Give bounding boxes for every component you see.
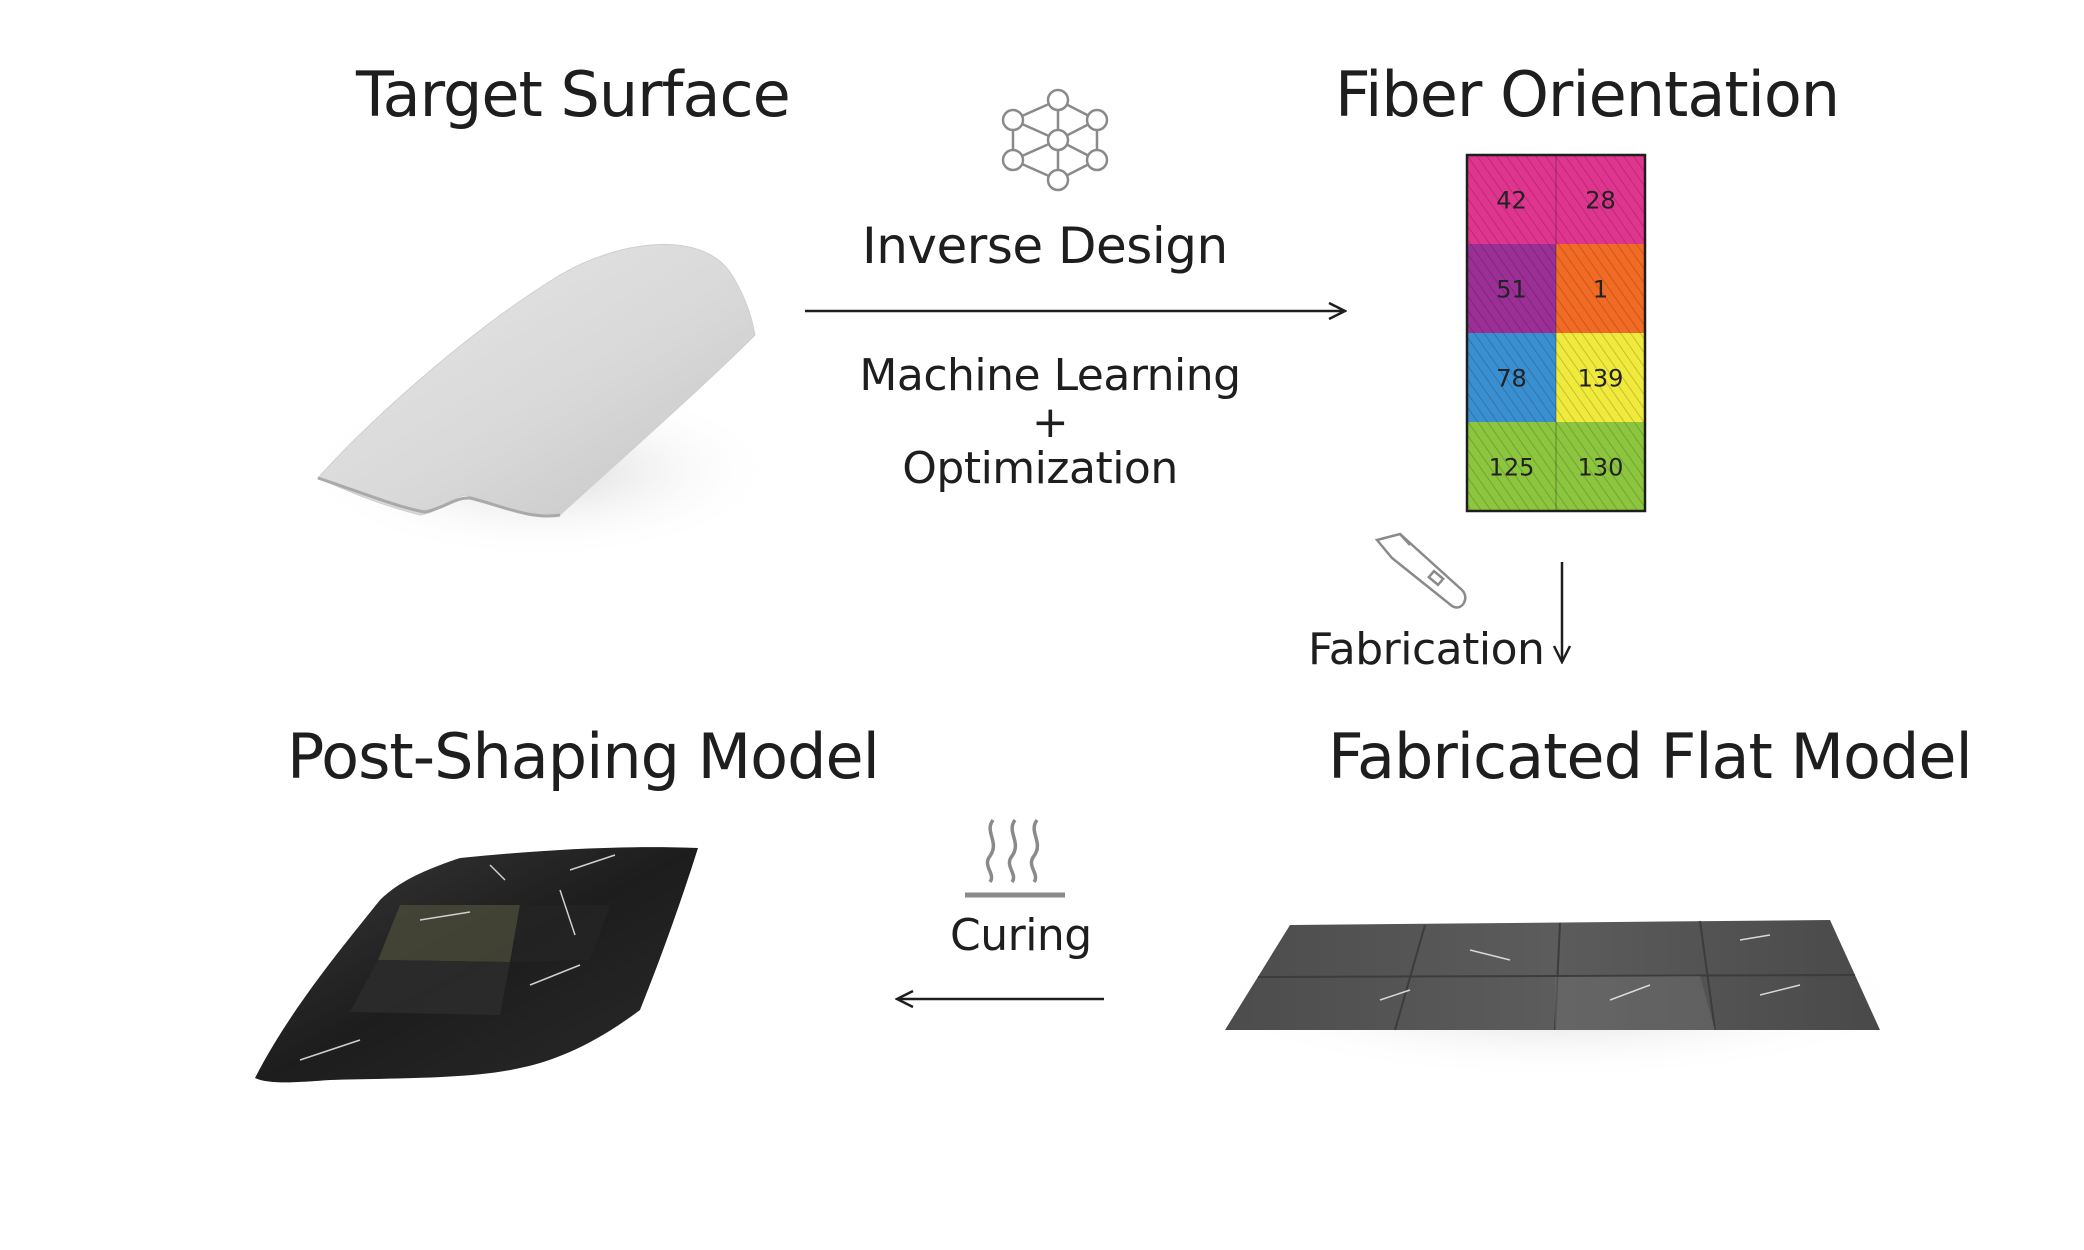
utility-knife-icon <box>1374 532 1467 609</box>
label-fabrication: Fabrication <box>1308 624 1545 675</box>
fiber-cell-label: 42 <box>1496 187 1527 215</box>
fabricated-flat-model-render <box>1200 920 1920 1080</box>
fiber-cell-hatch <box>1556 244 1645 333</box>
heading-fabricated-flat-model: Fabricated Flat Model <box>1328 720 1973 793</box>
fiber-cell-label: 51 <box>1496 276 1527 304</box>
fiber-cell-hatch <box>1556 155 1645 244</box>
fiber-cell-label: 78 <box>1496 365 1527 393</box>
fiber-cell-hatch <box>1467 422 1556 511</box>
fiber-cell-hatch <box>1467 333 1556 422</box>
fiber-cell-hatch <box>1556 333 1645 422</box>
heading-fiber-orientation: Fiber Orientation <box>1335 58 1840 131</box>
label-curing: Curing <box>950 910 1092 961</box>
label-plus: + <box>1031 397 1069 448</box>
target-surface-render <box>300 243 780 560</box>
fiber-cell-label: 1 <box>1593 276 1608 304</box>
neural-network-icon <box>1001 88 1109 192</box>
heading-post-shaping-model: Post-Shaping Model <box>287 720 880 793</box>
fiber-cell-hatch <box>1467 244 1556 333</box>
post-shaping-model-render <box>255 847 698 1083</box>
fiber-grid-border <box>1465 153 1647 513</box>
fiber-cell-label: 130 <box>1578 454 1624 482</box>
heading-target-surface: Target Surface <box>356 58 791 131</box>
fiber-cell-hatch <box>1467 155 1556 244</box>
label-inverse-design: Inverse Design <box>862 217 1228 275</box>
heat-curing-icon <box>965 818 1065 898</box>
fiber-orientation-grid: 42 28 51 1 78 139 125 130 <box>1465 153 1647 513</box>
label-machine-learning: Machine Learning <box>859 350 1241 401</box>
fiber-cell-label: 125 <box>1489 454 1535 482</box>
fiber-cell-label: 28 <box>1585 187 1616 215</box>
label-optimization: Optimization <box>902 443 1178 494</box>
fiber-cell-hatch <box>1556 422 1645 511</box>
fiber-cell-label: 139 <box>1578 365 1624 393</box>
